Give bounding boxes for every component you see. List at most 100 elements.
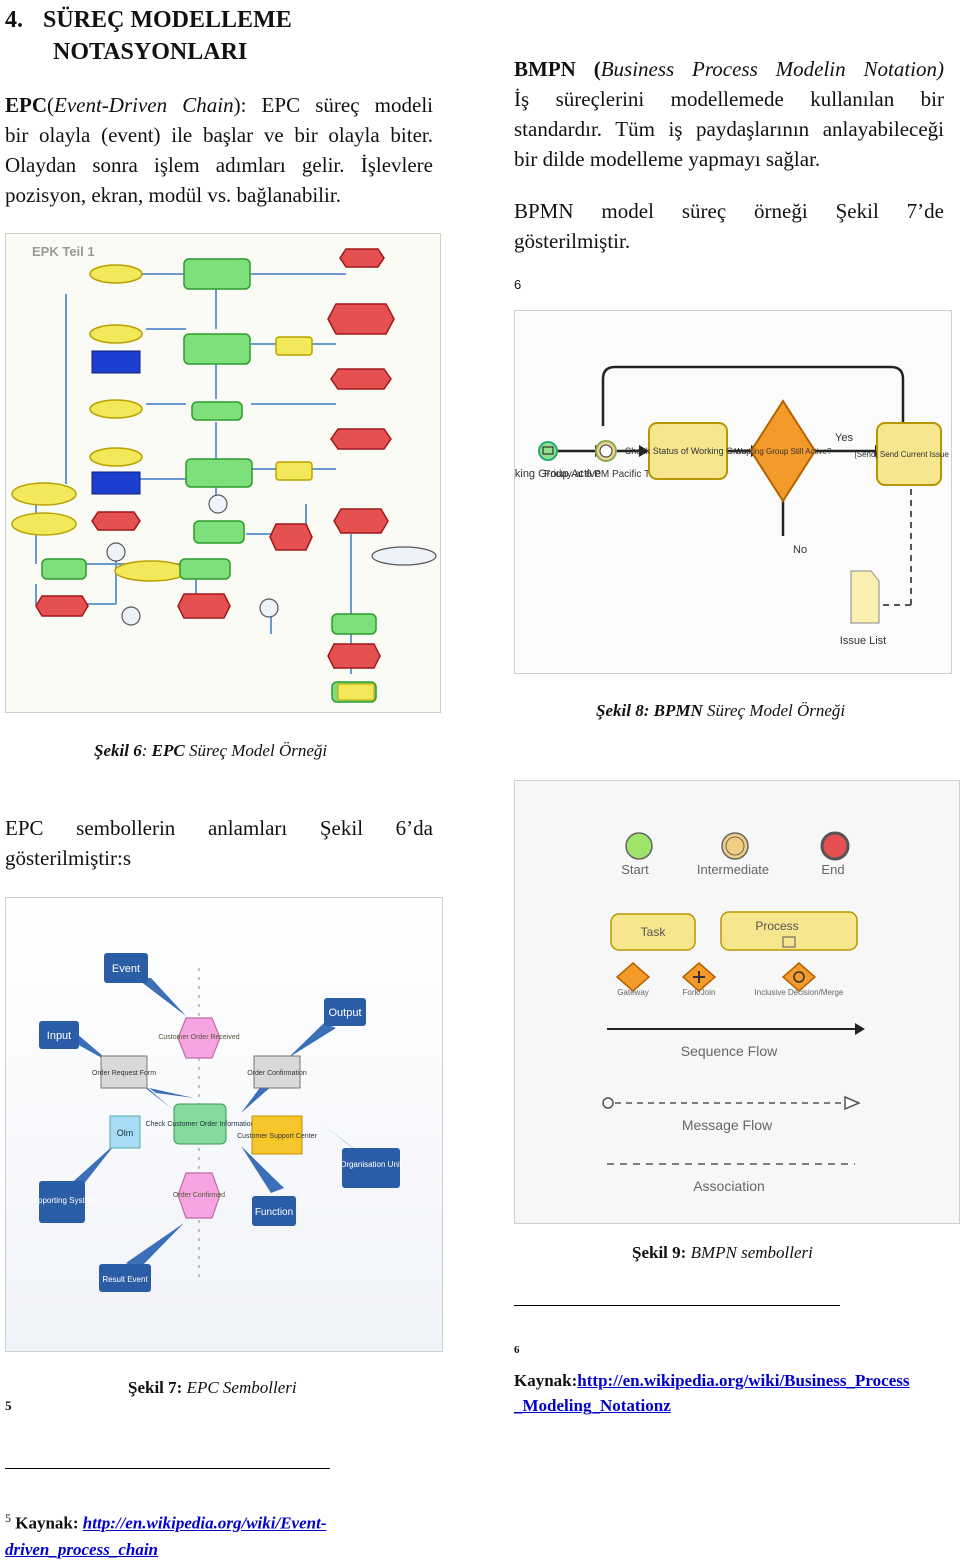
section-title-line1: SÜREÇ MODELLEME	[43, 7, 292, 33]
bpmn-document	[850, 570, 880, 624]
figure-7-footnote-ref: 5	[5, 1398, 12, 1413]
epc-diagram: EPK Teil 1	[11, 244, 437, 703]
epc-label-supporting: Supporting System	[28, 1196, 96, 1205]
fig6-caption-text: Süreç Model Örneği	[184, 741, 328, 760]
start-label: Start	[621, 862, 649, 877]
fig6-caption-label: Şekil 6	[94, 741, 142, 760]
symbols-line2: gösterilmiştir:s	[5, 846, 131, 870]
example-paragraph: BPMN model süreç örneği Şekil 7’de göste…	[514, 196, 944, 256]
process-label: Process	[755, 919, 798, 933]
end-label: End	[821, 862, 844, 877]
gateway-label: Gateway	[617, 988, 649, 997]
epc-events-yellow	[11, 264, 313, 582]
fig6-caption-colon: :	[141, 741, 148, 760]
epc-support-center	[251, 1115, 303, 1155]
message-flow-arrowhead	[844, 1095, 861, 1111]
figure-9-caption: Şekil 9: BMPN sembolleri	[632, 1243, 813, 1263]
epc-label-olm: Olm	[117, 1128, 134, 1138]
left-footnote-link-line1[interactable]: http://en.wikipedia.org/wiki/Event-	[82, 1513, 327, 1533]
process-icon	[720, 911, 858, 951]
epc-documents	[100, 1055, 301, 1089]
epc-pink-events	[177, 1017, 221, 1219]
epc-line2: bir olayla (event) ile başlar ve bir ola…	[5, 123, 433, 147]
figure-8-caption: Şekil 8: BPMN Süreç Model Örneği	[596, 701, 845, 721]
epc-olm-box	[109, 1115, 141, 1149]
right-footnote-link-line1[interactable]: http://en.wikipedia.org/wiki/Business_Pr…	[577, 1371, 910, 1390]
left-footnote-link-line2[interactable]: driven_process_chain	[5, 1539, 158, 1559]
fork-plus-icon	[693, 971, 705, 983]
bpmn-gateway-label: Working Group Still Active?	[735, 447, 832, 456]
sequence-flow-label: Sequence Flow	[681, 1043, 778, 1059]
epc-label-org-unit: Organisation Unit	[340, 1160, 403, 1169]
right-footnote-marker: 6	[514, 1344, 520, 1356]
bpmn-task	[648, 422, 728, 480]
bpmn-yes-label: Yes	[835, 432, 853, 444]
inclusive-label: Inclusive Decision/Merge	[755, 988, 844, 997]
epk-title: EPK Teil 1	[32, 244, 95, 259]
example-line1: BPMN model süreç örneği Şekil 7’de	[514, 199, 944, 223]
epc-screens-blue	[91, 350, 141, 495]
fig9-caption-label: Şekil 9:	[632, 1243, 687, 1262]
bpmn-task-label: Check Status of Working Group	[625, 446, 751, 456]
epc-line3: Olaydan sonra işlem adımları gelir. İşle…	[5, 153, 433, 177]
bpmn-no-label: No	[793, 544, 807, 556]
bmpn-line2: İş süreçlerini modellemede kullanılan bi…	[514, 87, 944, 111]
fig6-caption-epc: EPC	[147, 741, 185, 760]
fig8-caption-label: Şekil 8: BPMN	[596, 701, 703, 720]
figure-6-caption: Şekil 6: EPC Süreç Model Örneği	[94, 741, 327, 761]
bpmn-sequence-flows	[557, 365, 905, 536]
epc-blue-labels: Event Output Input Organisation Unit Sup…	[28, 953, 403, 1292]
left-footnote: 5 Kaynak: http://en.wikipedia.org/wiki/E…	[5, 1505, 425, 1563]
epc-label-output: Output	[328, 1007, 361, 1019]
left-footnote-link[interactable]: http://en.wikipedia.org/wiki/Event-drive…	[5, 1514, 326, 1559]
association-label: Association	[693, 1178, 765, 1194]
figure-7-caption: Şekil 7: EPC Sembolleri	[128, 1378, 297, 1398]
fork-label: Fork/Join	[683, 988, 716, 997]
figure-9-bpmn-symbols: Start Intermediate End Task Process Gate…	[514, 780, 960, 1224]
bmpn-line3: standardır. Tüm iş paydaşlarının anlayab…	[514, 117, 944, 141]
epc-label-customer-order-received: Customer Order Received	[158, 1034, 239, 1041]
bpmn-send-label: [Send] Send Current Issue List	[855, 450, 951, 459]
right-footnote-rule	[514, 1305, 840, 1306]
right-footnote-link[interactable]: http://en.wikipedia.org/wiki/Business_Pr…	[514, 1371, 909, 1415]
epc-expansion: Event-Driven Chain	[54, 93, 234, 117]
epc-line4: pozisyon, ekran, modül vs. bağlanabilir.	[5, 183, 341, 207]
clock-icon	[599, 444, 613, 458]
left-footnote-marker: 5	[5, 1511, 11, 1525]
fig7-caption-label: Şekil 7:	[128, 1378, 183, 1397]
epc-symbols-diagram: Event Output Input Organisation Unit Sup…	[6, 898, 442, 1351]
intermediate-label: Intermediate	[697, 862, 769, 877]
epc-label-order-confirmation: Order Confirmation	[247, 1070, 307, 1077]
bpmn-document-label: Issue List	[840, 635, 886, 647]
sequence-flow-arrowhead	[855, 1023, 865, 1035]
bmpn-line4: bir dilde modelleme yapmayı sağlar.	[514, 147, 821, 171]
bmpn-line1: BMPN (Business Process Modelin Notation)	[514, 54, 944, 84]
bpmn-send-task	[876, 422, 942, 486]
section-number: 4.	[5, 7, 23, 33]
left-footnote-label: Kaynak:	[11, 1513, 83, 1533]
epc-label-check: Check Customer Order Information	[146, 1121, 255, 1128]
bmpn-expansion: Business Process Modelin Notation)	[600, 57, 944, 81]
epc-label-function: Function	[255, 1207, 293, 1218]
fig9-caption-text: BMPN sembolleri	[686, 1243, 813, 1262]
figure-8-bpmn-example: Working Group Active Friday at 6 PM Paci…	[514, 310, 952, 674]
task-icon	[610, 913, 696, 951]
right-footnote-link-line2[interactable]: _Modeling_Notationz	[514, 1396, 671, 1415]
epc-label-order-confirmed: Order Confirmed	[173, 1192, 225, 1199]
end-event-icon	[820, 831, 850, 861]
bpmn-process-diagram: Working Group Active Friday at 6 PM Paci…	[515, 365, 951, 647]
epc-label-support-center: Customer Support Center	[237, 1133, 317, 1140]
epc-paragraph: EPC(Event-Driven Chain): EPC süreç model…	[5, 90, 433, 210]
task-label: Task	[641, 925, 667, 939]
bmpn-paragraph: BMPN (Business Process Modelin Notation)…	[514, 54, 944, 174]
epc-label-result: Result Event	[102, 1275, 148, 1284]
bpmn-start-event	[538, 441, 558, 461]
plus-icon	[782, 936, 796, 948]
epc-line1-rest: ): EPC süreç modeli	[233, 93, 433, 117]
fig7-caption-text: EPC Sembolleri	[182, 1378, 297, 1397]
section-title-line2: NOTASYONLARI	[53, 39, 248, 65]
envelope-icon	[542, 446, 554, 455]
message-flow-start	[602, 1097, 614, 1109]
gateway-icons	[615, 962, 817, 992]
superscript-6: 6	[514, 277, 522, 292]
